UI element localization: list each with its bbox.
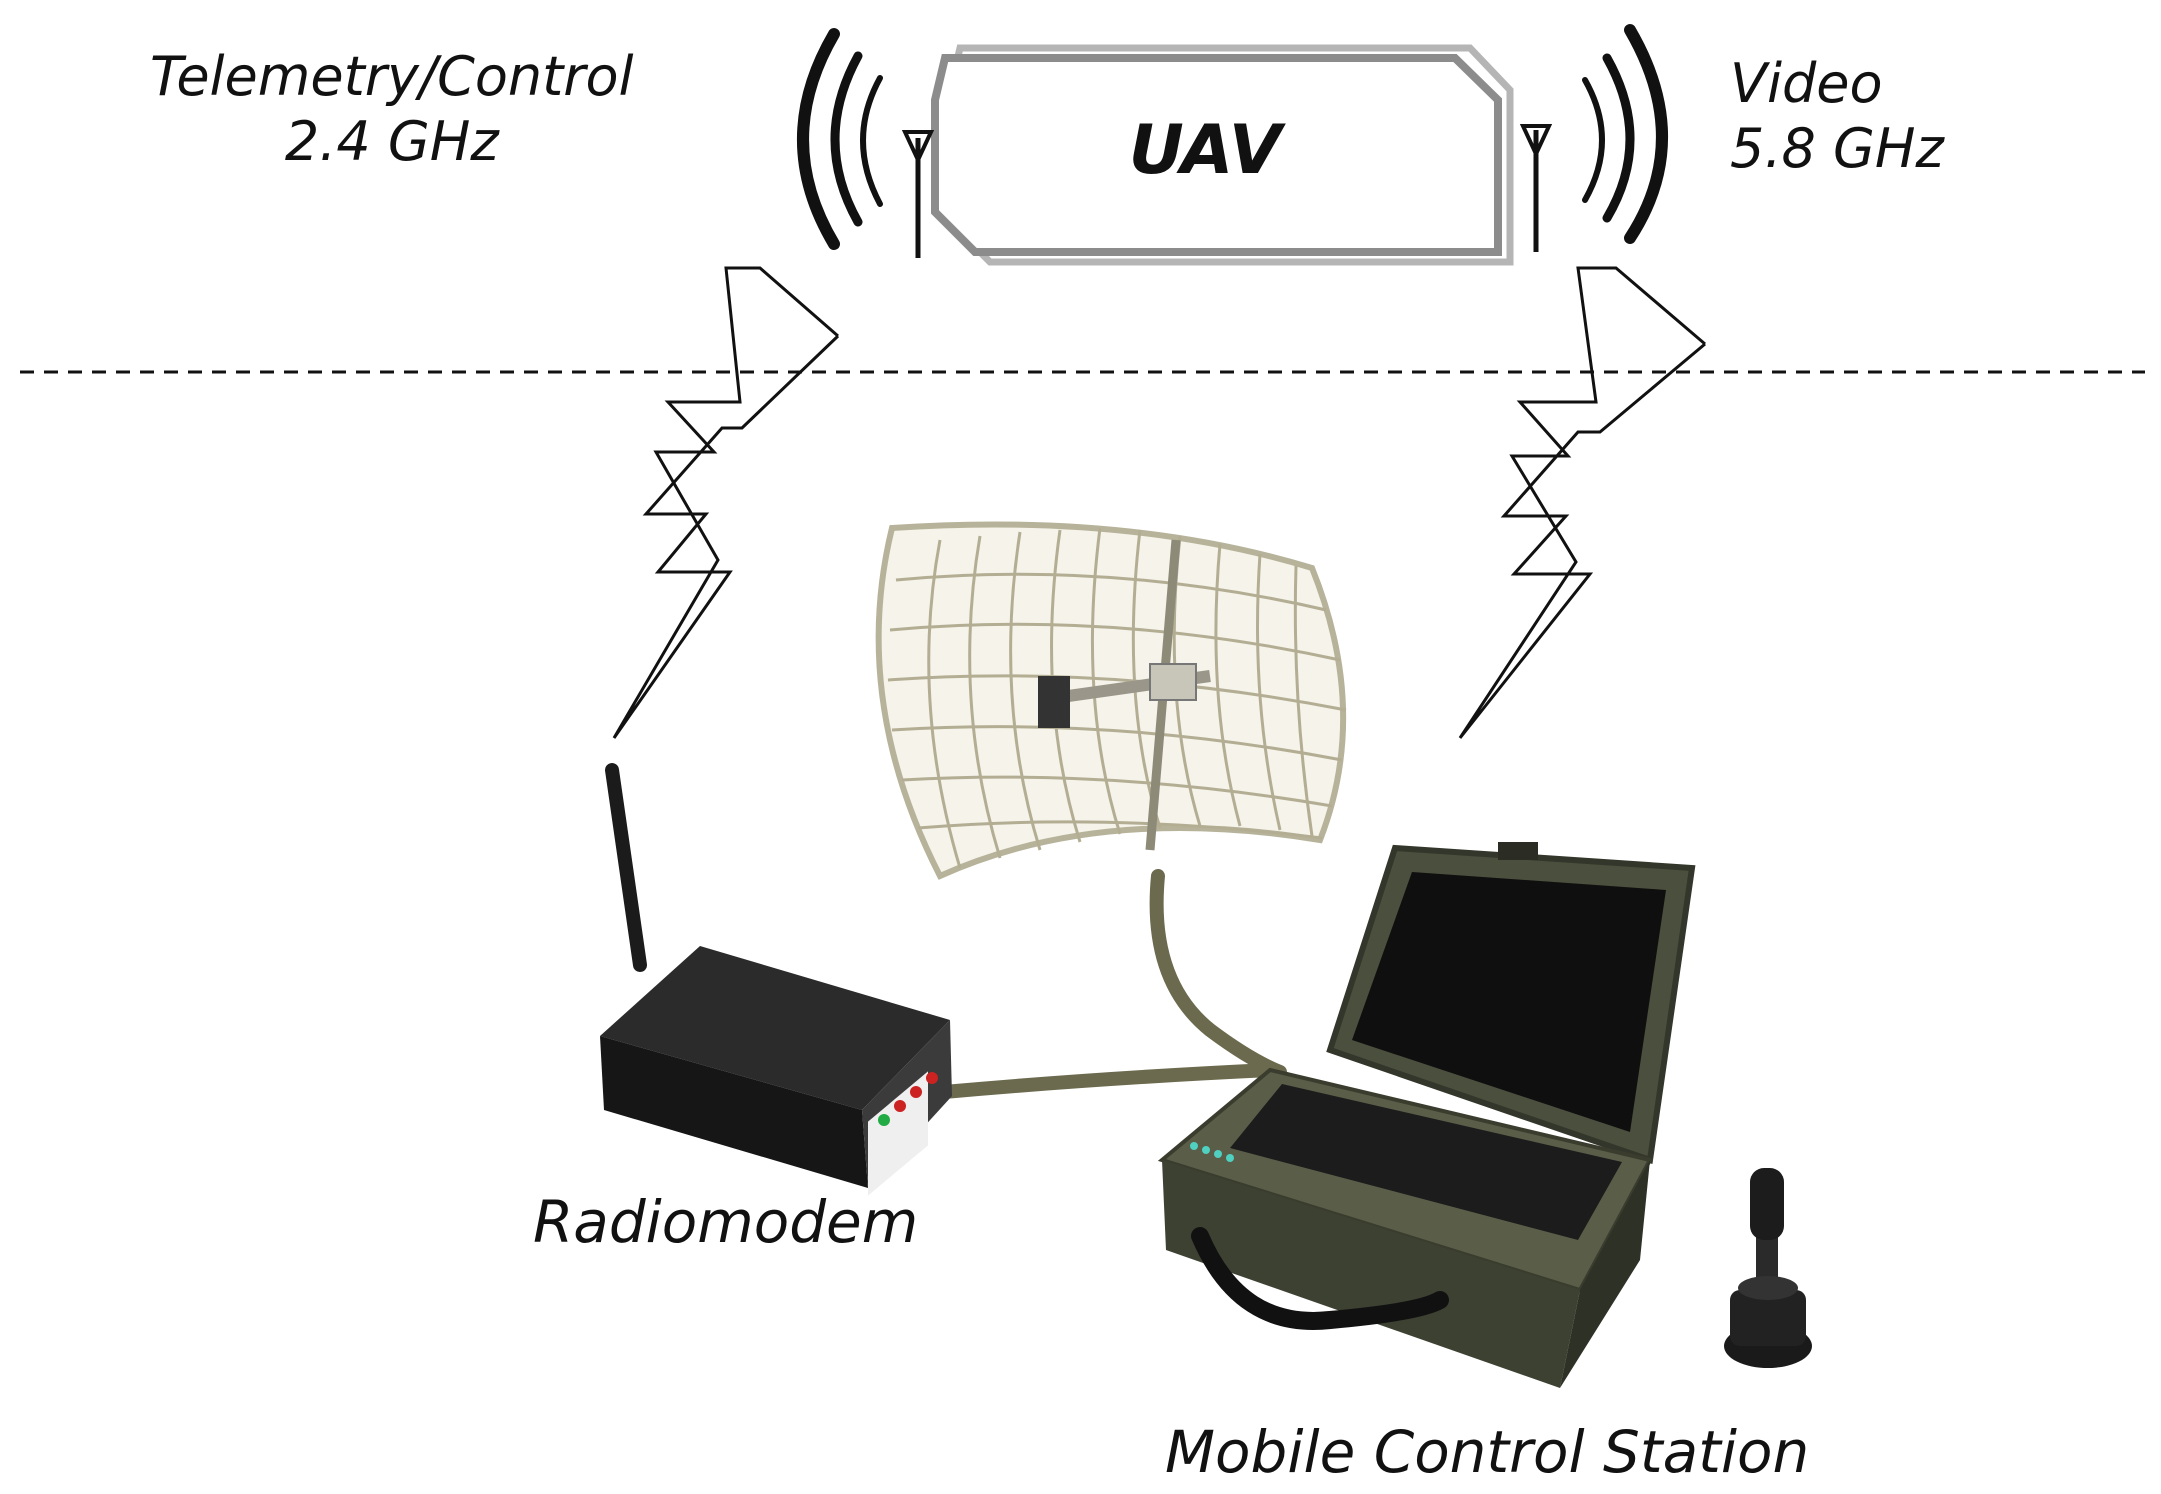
video-label: Video 5.8 GHz [1730,52,1944,182]
joystick-icon [1724,1168,1812,1368]
video-link-bolt-icon [1458,266,1706,739]
radiomodem-label: Radiomodem [533,1188,919,1256]
uav-right-antenna-icon [1519,124,1553,252]
telemetry-link-bolt-icon [612,266,840,739]
video-wave-icon [1582,24,1668,244]
radiomodem-icon [600,763,952,1196]
video-label-line1: Video [1730,52,1883,115]
mobile-control-station-label: Mobile Control Station [1165,1418,1810,1486]
telemetry-control-label: Telemetry/Control 2.4 GHz [150,45,634,175]
laptop-icon [1157,842,1696,1388]
video-label-line2: 5.8 GHz [1730,116,1944,180]
telemetry-wave-icon [797,28,883,250]
grid-antenna-icon [875,521,1347,880]
telemetry-label-line1: Telemetry/Control [150,45,634,108]
uav-label: UAV [1128,111,1282,190]
uav-left-antenna-icon [901,130,935,258]
telemetry-label-line2: 2.4 GHz [284,109,499,173]
uav-box [931,44,1514,266]
cable-icon [937,869,1287,1099]
